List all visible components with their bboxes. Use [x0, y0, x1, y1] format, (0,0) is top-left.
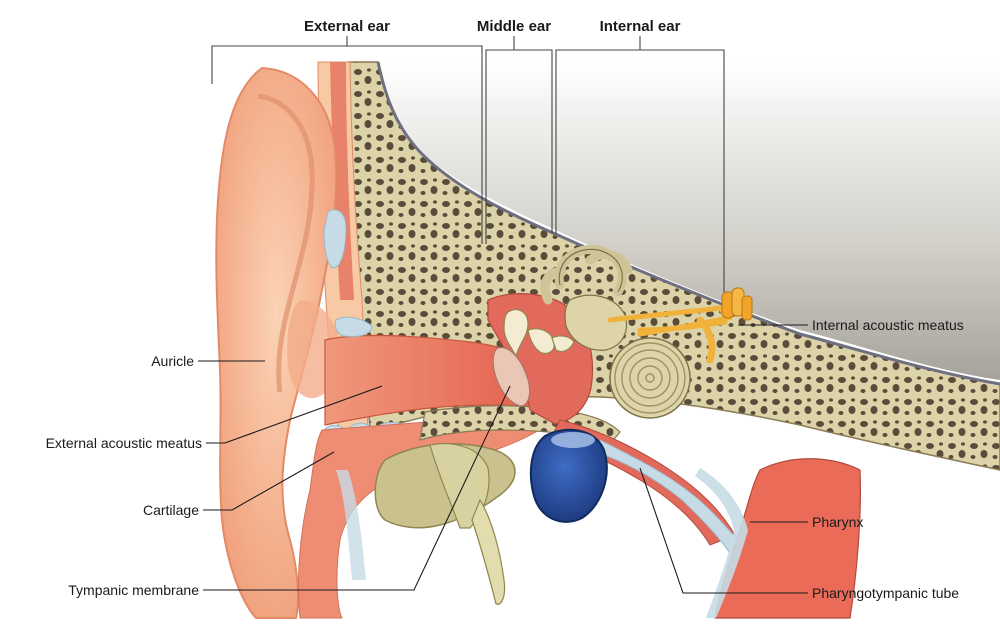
vessel-lumen-highlight [551, 432, 595, 448]
label-pharyngotympanic-tube: Pharyngotympanic tube [812, 585, 959, 601]
leader-cartilage [203, 451, 335, 511]
temporal-muscle [330, 62, 354, 300]
heading-middle-ear: Middle ear [477, 18, 551, 35]
label-tympanic-membrane: Tympanic membrane [68, 582, 199, 598]
label-cartilage: Cartilage [143, 502, 199, 518]
leader-pharyngotympanic-tube [639, 467, 808, 594]
vestibulocochlear-nerve [607, 305, 733, 337]
styloid-process [471, 498, 506, 605]
label-external-acoustic-meatus: External acoustic meatus [46, 435, 202, 451]
incus [527, 328, 555, 355]
vestibule [564, 294, 627, 351]
leader-tympanic-membrane [203, 385, 511, 591]
bracket-middle-ear [485, 49, 553, 244]
region-brackets [211, 36, 725, 292]
cartilage-upper-2 [334, 316, 373, 337]
cranial-cavity [380, 62, 1000, 380]
cartilage-upper-1 [323, 209, 347, 269]
stapes [551, 335, 575, 353]
label-auricle: Auricle [151, 353, 194, 369]
auricle-helix-fold [257, 93, 315, 393]
cochlea-spiral [614, 342, 686, 414]
facial-nerve-branch [696, 316, 716, 364]
tympanic-membrane-shape [492, 347, 531, 407]
cartilage-edge-strip [336, 470, 366, 580]
heading-internal-ear: Internal ear [600, 18, 681, 35]
pharynx-mucosa-strip [695, 468, 748, 618]
internal-meatus-nerve-bundle [721, 287, 753, 321]
heading-external-ear: External ear [304, 18, 390, 35]
semicircular-canals-outline [558, 248, 623, 293]
label-pharynx: Pharynx [812, 514, 863, 530]
leader-external-meatus [206, 385, 383, 444]
malleus [503, 309, 529, 358]
label-internal-acoustic-meatus: Internal acoustic meatus [812, 317, 964, 333]
